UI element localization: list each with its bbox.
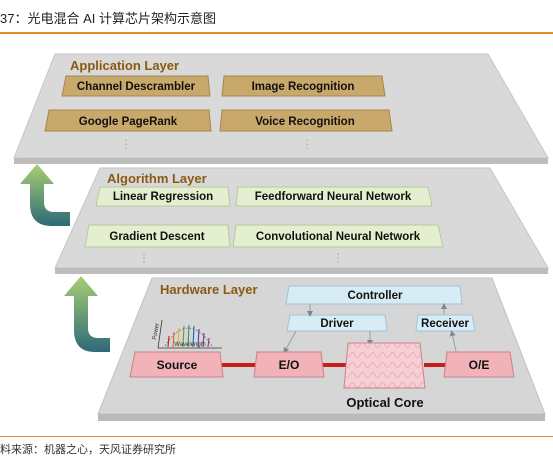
algo-box-gradient-descent: Gradient Descent	[84, 224, 231, 248]
spectrum-line	[177, 327, 180, 348]
spectrum-line	[182, 325, 185, 348]
app-box-channel-descrambler: Channel Descrambler	[61, 75, 211, 97]
algo-box-label: Feedforward Neural Network	[255, 191, 412, 203]
app-ellipsis-right: ⋮	[301, 137, 313, 151]
hardware-to-algorithm-arrow	[64, 276, 110, 352]
spectrum-y-axis	[157, 319, 163, 349]
spectrum-y-label: Power	[152, 323, 161, 341]
source-label: Source	[157, 358, 198, 372]
spectrum-line	[202, 332, 205, 348]
source-note: 料来源：机器之心，天风证券研究所	[0, 444, 176, 456]
spectrum-line	[187, 324, 190, 348]
hardware-layer-plate-edge	[98, 414, 545, 421]
receiver-label: Receiver	[421, 318, 469, 330]
spectrum-line	[192, 325, 195, 348]
fiber-eo-to-core	[322, 363, 348, 367]
algo-box-convolutional-nn: Convolutional Neural Network	[232, 224, 444, 248]
up-arrow-shape	[64, 276, 110, 352]
algo-box-linear-regression: Linear Regression	[95, 186, 231, 207]
optical-fiber	[220, 363, 446, 367]
spectrum-line	[167, 335, 170, 348]
controller-label: Controller	[348, 290, 403, 302]
optical-core: Optical Core	[343, 342, 426, 410]
source-box: Source	[129, 351, 224, 378]
oe-to-receiver-connector	[449, 330, 457, 352]
oe-label: O/E	[469, 358, 490, 372]
driver-label: Driver	[320, 318, 354, 330]
fiber-source-to-eo	[220, 363, 256, 367]
controller-box: Controller	[285, 285, 463, 305]
app-box-label: Channel Descrambler	[77, 81, 196, 93]
caption-rule	[0, 32, 553, 34]
app-box-label: Google PageRank	[79, 116, 178, 128]
oe-box: O/E	[443, 351, 515, 378]
app-box-label: Image Recognition	[252, 81, 355, 93]
application-layer-plate-edge	[14, 158, 548, 164]
application-layer: Application Layer Channel Descrambler Im…	[13, 53, 549, 164]
app-box-voice-recognition: Voice Recognition	[219, 109, 393, 132]
spectrum-line	[207, 337, 210, 348]
algorithm-layer-plate-edge	[55, 268, 548, 274]
app-ellipsis-left: ⋮	[120, 137, 132, 151]
hardware-layer-title: Hardware Layer	[160, 282, 258, 297]
spectrum-envelope	[164, 327, 213, 347]
spectrum-x-label: Wavelength	[174, 342, 205, 348]
application-layer-title: Application Layer	[70, 58, 179, 73]
hardware-layer: Hardware Layer Controller Driver Receive…	[97, 277, 546, 421]
algo-ellipsis-left: ⋮	[138, 251, 150, 265]
receiver-box: Receiver	[415, 314, 476, 332]
up-arrow-shape	[20, 164, 70, 226]
figure-caption: 37：光电混合 AI 计算芯片架构示意图	[0, 11, 216, 26]
app-box-image-recognition: Image Recognition	[221, 75, 386, 97]
app-box-google-pagerank: Google PageRank	[44, 109, 212, 132]
eo-label: E/O	[279, 358, 300, 372]
fiber-core-to-oe	[424, 363, 446, 367]
algo-box-label: Convolutional Neural Network	[256, 231, 421, 243]
driver-to-eo-connector	[283, 330, 297, 354]
control-connectors	[283, 303, 457, 354]
algorithm-to-application-arrow	[20, 164, 70, 226]
app-box-label: Voice Recognition	[255, 116, 354, 128]
source-rule	[0, 436, 553, 437]
algorithm-layer-title: Algorithm Layer	[107, 171, 207, 186]
optical-core-label: Optical Core	[346, 395, 423, 410]
optical-core-waveguide-mesh	[344, 343, 425, 388]
algorithm-layer: Algorithm Layer Linear Regression Feedfo…	[54, 167, 549, 274]
algo-ellipsis-right: ⋮	[332, 251, 344, 265]
algo-box-label: Gradient Descent	[109, 231, 204, 243]
algo-box-feedforward-nn: Feedforward Neural Network	[235, 186, 433, 207]
spectrum-plot: Wavelength Power	[152, 319, 222, 349]
algo-box-label: Linear Regression	[113, 191, 213, 203]
driver-box: Driver	[286, 314, 388, 332]
spectrum-line	[197, 328, 200, 348]
eo-box: E/O	[253, 351, 325, 378]
